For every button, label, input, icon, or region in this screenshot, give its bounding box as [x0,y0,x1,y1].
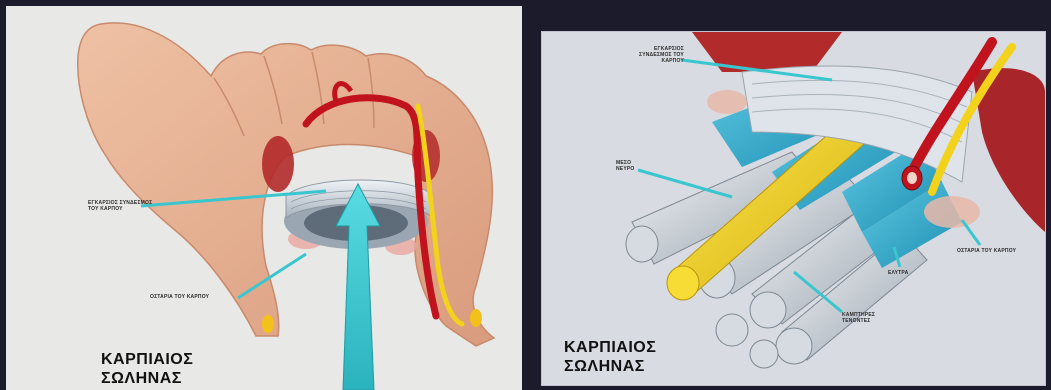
carpal-bones-label: ΟΣΤΑΡΙΑ ΤΟΥ ΚΑΡΠΟΥ [957,248,1016,254]
right-title: ΚΑΡΠΙΑΙΟΣ ΣΩΛΗΝΑΣ [564,338,656,376]
tunnel-cross-section-illustration [542,32,1045,385]
left-illustration-panel: ΕΓΚΑΡΣΙΟΣ ΣΥΝΔΕΣΜΟΣ ΤΟΥ ΚΑΡΠΟΥ ΟΣΤΑΡΙΑ Τ… [6,6,522,390]
sheath-label: ΕΛΥΤΡΑ [888,270,908,276]
thenar-muscle [262,136,294,192]
flow-arrow [336,184,380,390]
carpal-bones [924,196,980,228]
carpal-bones-label: ΟΣΤΑΡΙΑ ΤΟΥ ΚΑΡΠΟΥ [150,294,209,300]
left-title: ΚΑΡΠΙΑΙΟΣ ΣΩΛΗΝΑΣ [101,350,193,388]
hand-anatomy-illustration [6,6,522,390]
nerve-pointer [638,170,732,197]
right-illustration-panel: ΕΓΚΑΡΣΙΟΣ ΣΥΝΔΕΣΜΟΣ ΤΟΥ ΚΑΡΠΟΥ ΜΕΣΟ ΝΕΥΡ… [541,31,1046,386]
median-nerve-label: ΜΕΣΟ ΝΕΥΡΟ [616,160,635,172]
ligament-label: ΕΓΚΑΡΣΙΟΣ ΣΥΝΔΕΣΜΟΣ ΤΟΥ ΚΑΡΠΟΥ [88,200,152,212]
ligament-label: ΕΓΚΑΡΣΙΟΣ ΣΥΝΔΕΣΜΟΣ ΤΟΥ ΚΑΡΠΟΥ [639,46,684,64]
flexor-tendons-label: ΚΑΜΠΤΗΡΕΣ ΤΕΝΟΝΤΕΣ [842,312,875,324]
